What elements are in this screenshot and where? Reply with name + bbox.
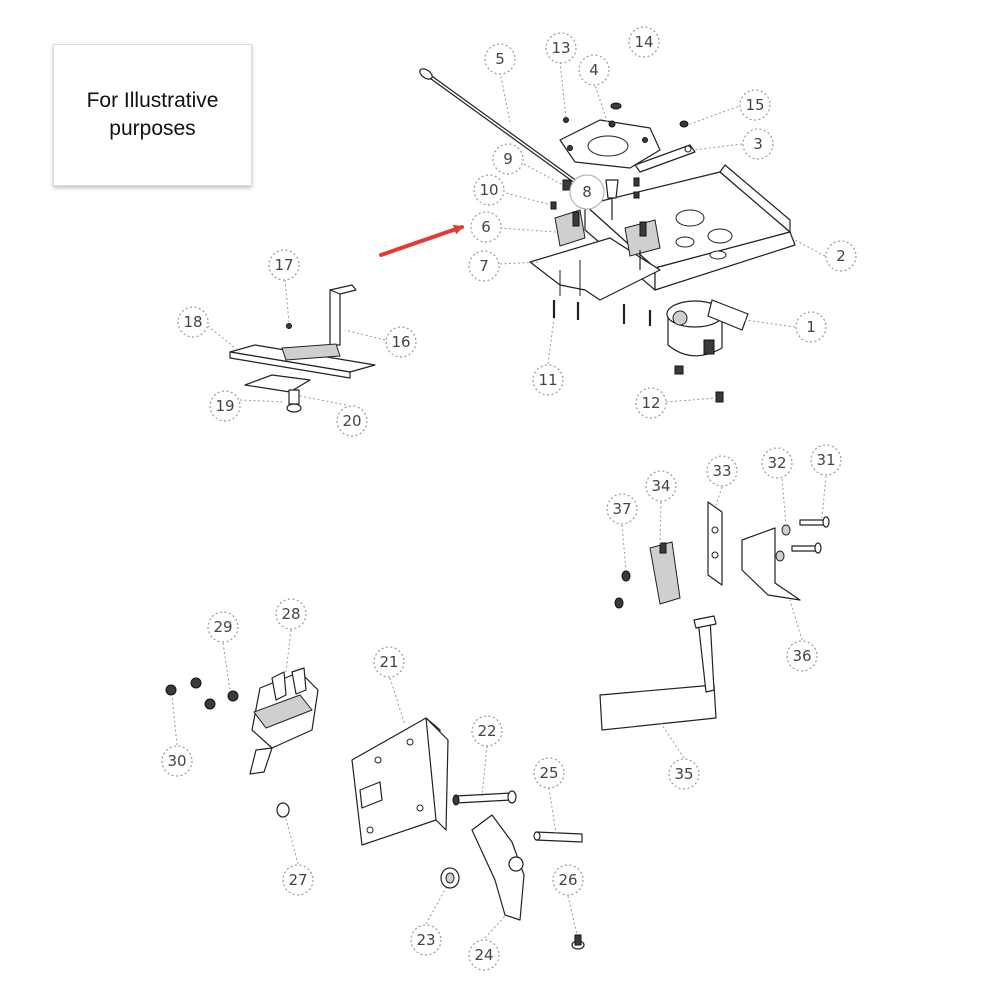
callout-13: 13 [545,32,577,64]
callout-11: 11 [532,364,564,396]
svg-text:9: 9 [503,150,513,168]
callout-18: 18 [177,306,209,338]
part-small-fasteners-top [550,102,689,220]
svg-text:31: 31 [816,451,835,469]
part-bracket-plate [559,119,661,169]
callout-32: 32 [761,447,793,479]
svg-text:12: 12 [641,394,660,412]
svg-text:33: 33 [712,462,731,480]
callout-36: 36 [786,640,818,672]
callout-33: 33 [706,455,738,487]
callout-1: 1 [795,311,827,343]
callout-31: 31 [810,444,842,476]
svg-text:24: 24 [474,946,493,964]
svg-text:29: 29 [213,618,232,636]
svg-text:15: 15 [745,96,764,114]
svg-text:6: 6 [481,218,491,236]
callout-23: 23 [410,924,442,956]
callout-16: 16 [385,326,417,358]
callout-3: 3 [742,128,774,160]
svg-text:13: 13 [551,39,570,57]
svg-text:18: 18 [183,313,202,331]
svg-text:28: 28 [281,605,300,623]
part-switch-pair [554,209,661,270]
callout-27: 27 [282,864,314,896]
svg-text:27: 27 [288,871,307,889]
callout-4: 4 [578,54,610,86]
callout-7: 7 [468,250,500,282]
part-lower-fasteners [440,790,585,950]
svg-text:23: 23 [416,931,435,949]
svg-text:1: 1 [806,318,816,336]
part-screws [552,260,724,403]
svg-text:4: 4 [589,61,599,79]
svg-text:34: 34 [651,477,670,495]
callout-28: 28 [275,598,307,630]
callout-5: 5 [484,43,516,75]
callout-34: 34 [645,470,677,502]
svg-text:16: 16 [391,333,410,351]
callout-bubbles: 1 2 3 4 5 6 7 8 9 10 11 12 13 14 15 16 1… [161,26,857,971]
svg-text:32: 32 [767,454,786,472]
svg-text:30: 30 [167,752,186,770]
part-hanger-assembly [229,284,376,413]
svg-text:8: 8 [582,183,592,201]
svg-text:10: 10 [479,181,498,199]
part-mounting-plate [351,717,449,846]
callout-35: 35 [668,758,700,790]
svg-text:3: 3 [753,135,763,153]
callout-37: 37 [606,493,638,525]
svg-text:36: 36 [792,647,811,665]
callout-29: 29 [207,611,239,643]
part-long-plate [599,615,717,731]
illustrative-note-text: For Illustrative purposes [86,89,219,140]
callout-14: 14 [628,26,660,58]
callout-17: 17 [268,249,300,281]
callout-8: 8 [569,174,605,210]
svg-text:11: 11 [538,371,557,389]
callout-25: 25 [533,757,565,789]
svg-text:35: 35 [674,765,693,783]
callout-9: 9 [492,143,524,175]
svg-text:37: 37 [612,500,631,518]
svg-text:17: 17 [274,256,293,274]
part-lever-arm [634,144,696,173]
svg-text:7: 7 [479,257,489,275]
callout-12: 12 [635,387,667,419]
part-rod [419,68,582,187]
callout-26: 26 [552,864,584,896]
callout-15: 15 [739,89,771,121]
svg-text:14: 14 [634,33,653,51]
red-arrow-icon [379,224,464,257]
callout-6: 6 [470,211,502,243]
svg-text:21: 21 [379,653,398,671]
part-cam-block [165,667,319,818]
callout-22: 22 [471,715,503,747]
illustrative-note-card: For Illustrative purposes [53,44,252,186]
callout-2: 2 [825,240,857,272]
callout-24: 24 [468,939,500,971]
callout-30: 30 [161,745,193,777]
callout-21: 21 [373,646,405,678]
svg-text:2: 2 [836,247,846,265]
svg-text:20: 20 [342,412,361,430]
svg-text:19: 19 [215,397,234,415]
part-motor [666,299,749,357]
part-switch-bracket-assembly [614,501,830,609]
svg-text:26: 26 [558,871,577,889]
svg-text:22: 22 [477,722,496,740]
svg-text:25: 25 [539,764,558,782]
callout-10: 10 [473,174,505,206]
leader-lines [171,61,827,939]
svg-text:5: 5 [495,50,505,68]
callout-19: 19 [209,390,241,422]
callout-20: 20 [336,405,368,437]
